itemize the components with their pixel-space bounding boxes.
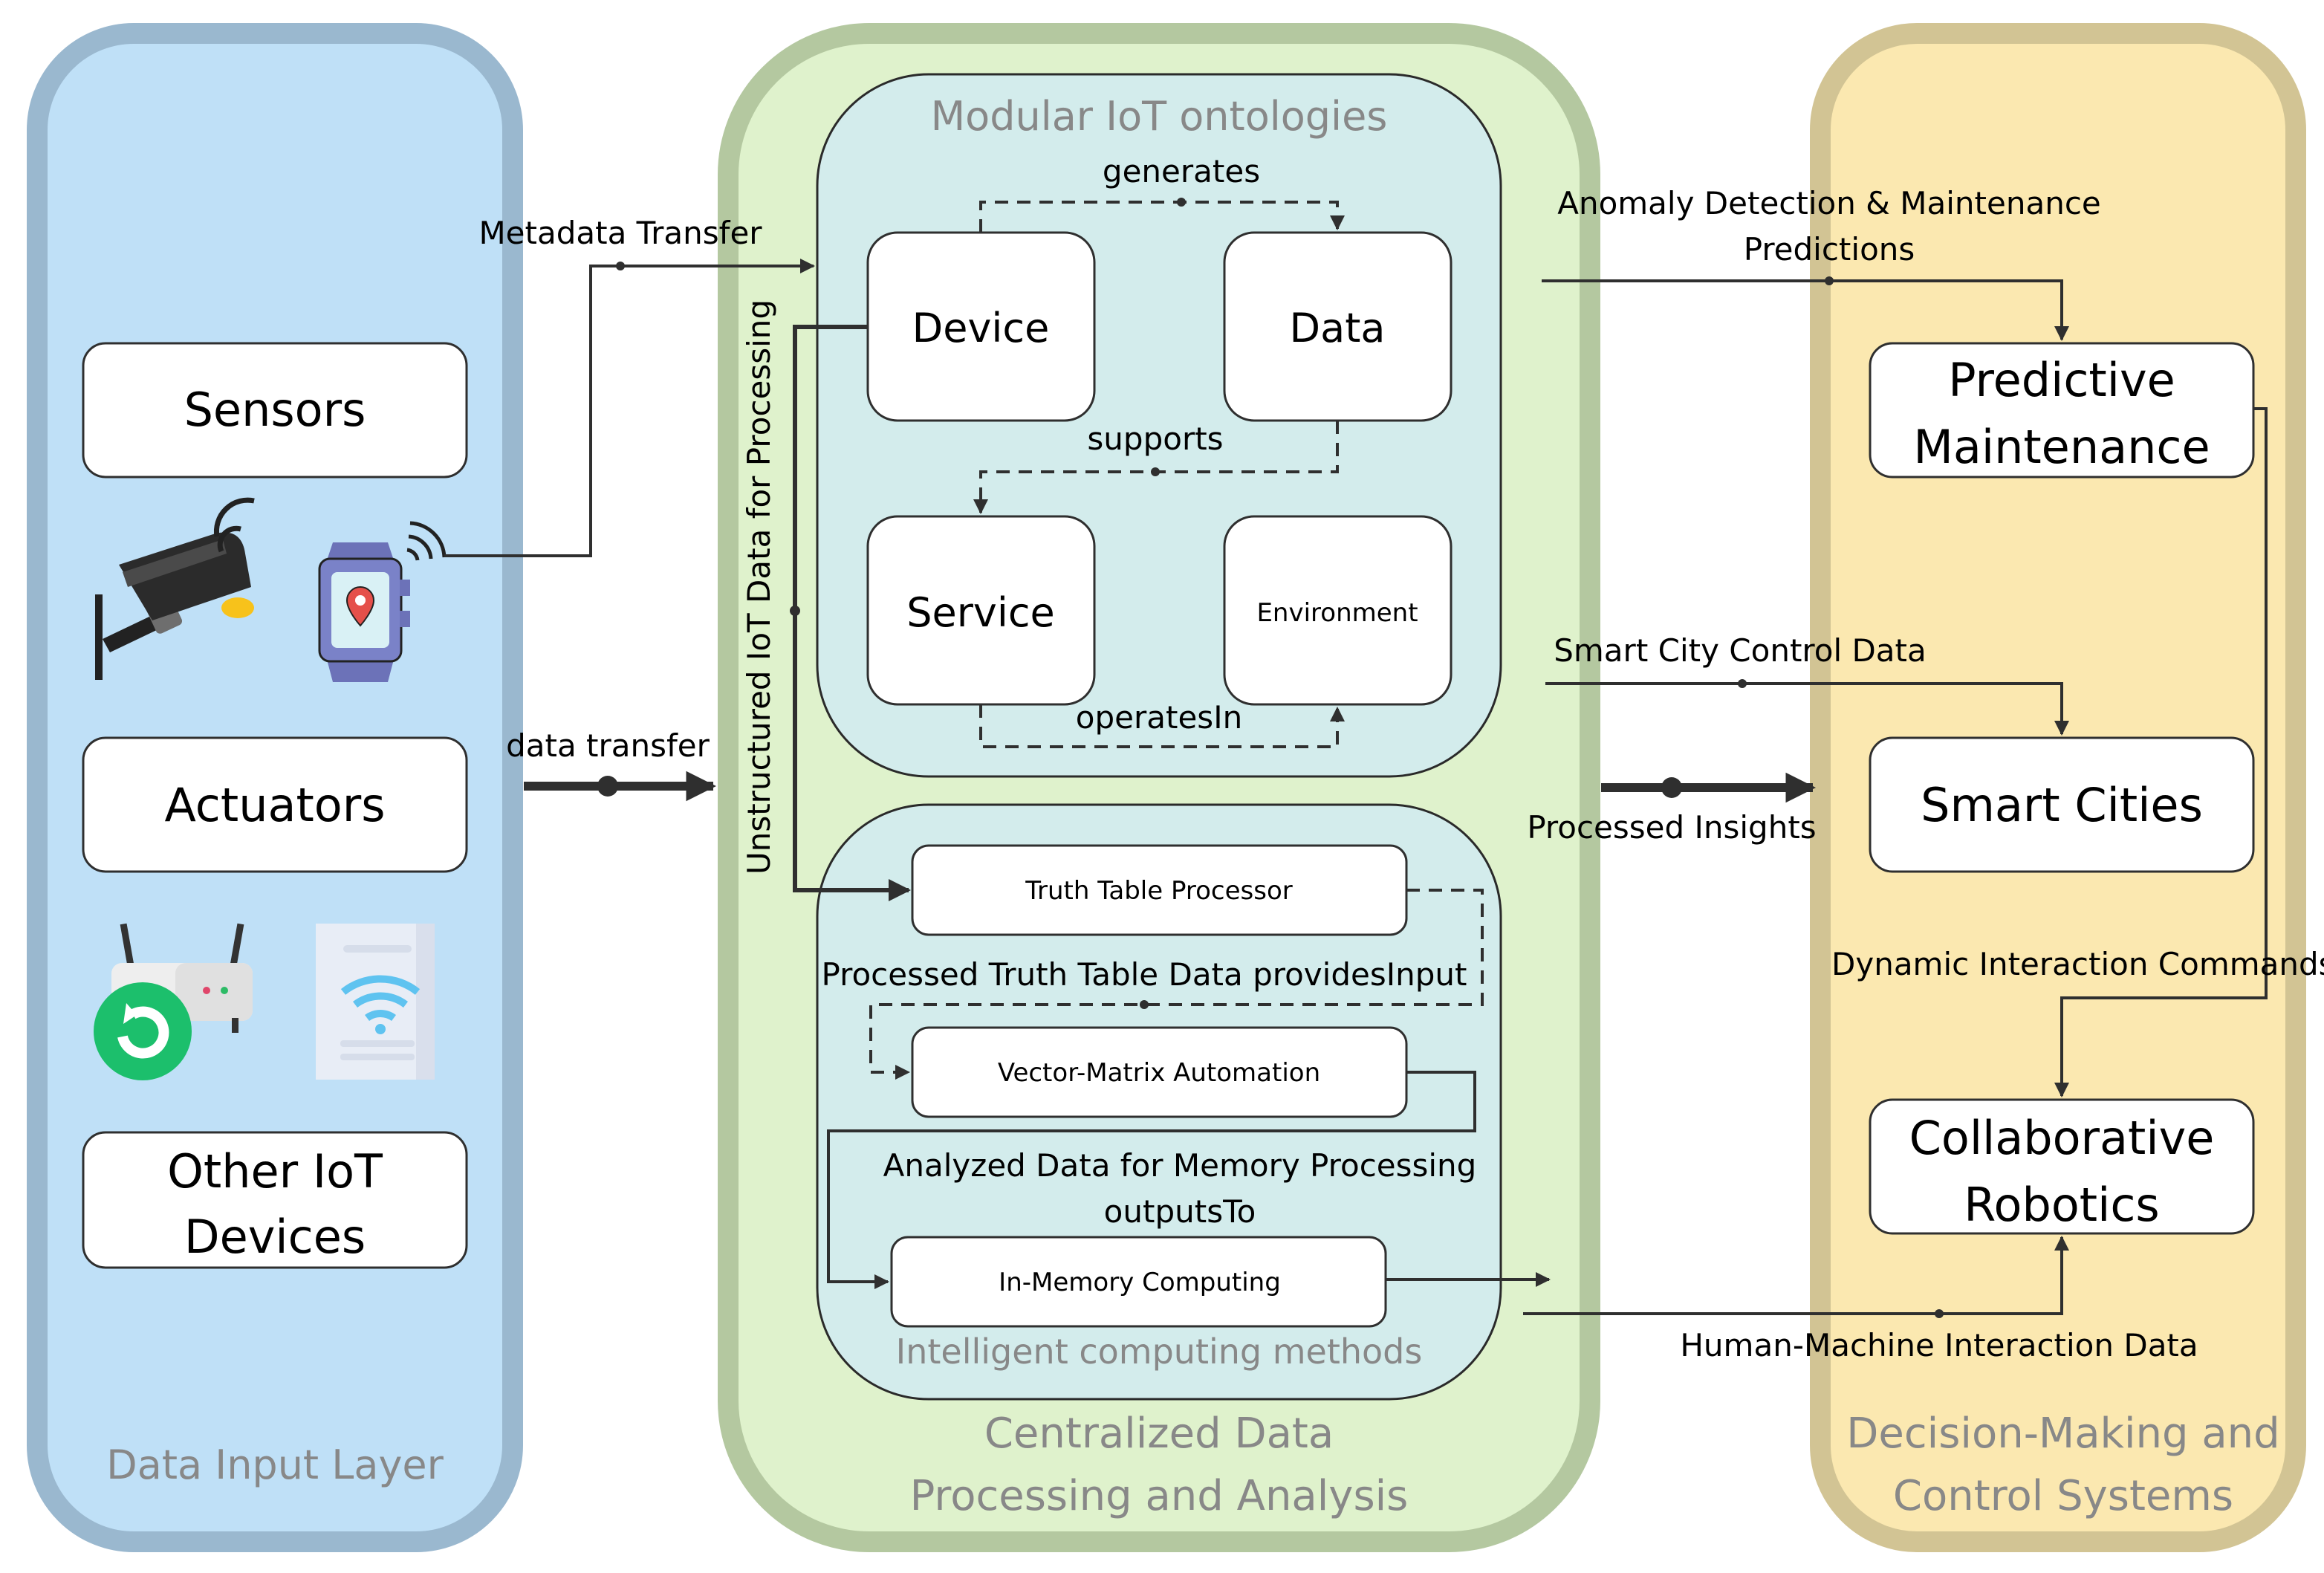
anomaly-detection-label-line1: Anomaly Detection & Maintenance: [1557, 185, 2101, 221]
unstructured-data-label: Unstructured IoT Data for Processing: [741, 299, 777, 875]
analyzed-data-label-line1: Analyzed Data for Memory Processing: [883, 1147, 1477, 1184]
dynamic-interaction-arrow: [2054, 407, 2268, 1097]
anomaly-detection-arrow-dot: [1825, 276, 1834, 285]
other-iot-devices-box: [82, 1131, 468, 1269]
hmi-data-arrow-dot: [1935, 1309, 1944, 1318]
supports-arrow-dot: [1151, 467, 1160, 476]
anomaly-detection-label-line2: Predictions: [1744, 231, 1915, 267]
collaborative-robotics-label-line2: Robotics: [1964, 1178, 2159, 1232]
provides-input-label: Processed Truth Table Data providesInput: [822, 956, 1467, 993]
sensors-box: [82, 342, 468, 479]
in-memory-computing-box: [890, 1236, 1387, 1328]
other-iot-label-line2: Devices: [184, 1210, 366, 1264]
processing-layer-title-line1: Centralized Data: [984, 1410, 1334, 1458]
processing-layer-title-line2: Processing and Analysis: [910, 1472, 1409, 1520]
decision-layer-title-line2: Control Systems: [1893, 1472, 2233, 1520]
truth-table-processor-label: Truth Table Processor: [1025, 876, 1292, 906]
sensors-label: Sensors: [184, 383, 366, 437]
metadata-transfer-arrow: [444, 259, 815, 557]
decision-layer-title-line1: Decision-Making and: [1846, 1410, 2279, 1458]
generates-arrow: [979, 201, 1345, 233]
ontologies-title: Modular IoT ontologies: [931, 93, 1388, 140]
predictive-maintenance-label-line1: Predictive: [1948, 353, 2175, 407]
analyzed-data-label-line2: outputsTo: [1104, 1193, 1256, 1230]
metadata-transfer-arrow-dot: [616, 262, 625, 270]
hmi-data-label: Human-Machine Interaction Data: [1680, 1327, 2198, 1363]
data-label: Data: [1290, 305, 1386, 351]
provides-input-arrow-dot: [1140, 1000, 1149, 1009]
processed-insights-arrow-dot: [1661, 777, 1682, 798]
dynamic-interaction-label: Dynamic Interaction Commands: [1831, 946, 2324, 982]
hmi-data-arrow: [1523, 1236, 2069, 1315]
smartwatch-location-icon: [318, 521, 447, 682]
environment-box: [1223, 515, 1452, 706]
anomaly-detection-arrow: [1542, 279, 2069, 341]
in-memory-computing-label: In-Memory Computing: [999, 1268, 1281, 1297]
smart-city-control-arrow-dot: [1738, 679, 1747, 688]
smart-cities-label: Smart Cities: [1921, 778, 2203, 832]
service-label: Service: [906, 589, 1055, 636]
predictive-maintenance-label-line2: Maintenance: [1913, 420, 2210, 474]
vector-matrix-automation-label: Vector-Matrix Automation: [998, 1058, 1320, 1088]
provides-input-arrow: [869, 889, 1484, 1080]
generates-label: generates: [1103, 153, 1260, 189]
unstructured-data-arrow-dot: [790, 606, 800, 616]
smart-cities-box: [1869, 736, 2255, 873]
collaborative-robotics-label-line1: Collaborative: [1909, 1111, 2215, 1165]
metadata-transfer-label: Metadata Transfer: [478, 215, 762, 251]
data-input-layer-title: Data Input Layer: [106, 1441, 444, 1488]
operates-in-label: operatesIn: [1076, 699, 1242, 736]
data-transfer-label: data transfer: [506, 727, 710, 764]
wifi-document-icon: [316, 924, 435, 1080]
actuators-box: [82, 736, 468, 873]
smart-city-control-arrow: [1545, 682, 2069, 736]
environment-label: Environment: [1256, 598, 1418, 628]
supports-label: supports: [1087, 421, 1223, 457]
generates-arrow-dot: [1177, 198, 1186, 207]
router-refresh-icon: [94, 923, 253, 1080]
smart-city-control-label: Smart City Control Data: [1554, 632, 1927, 669]
security-camera-icon: [95, 497, 255, 680]
data-transfer-arrow-dot: [597, 776, 618, 797]
collaborative-robotics-box: [1869, 1098, 2255, 1235]
computing-methods-title: Intelligent computing methods: [896, 1332, 1423, 1372]
device-label: Device: [912, 305, 1050, 351]
processed-insights-label: Processed Insights: [1527, 809, 1816, 846]
other-iot-label-line1: Other IoT: [167, 1144, 383, 1199]
outputs-to-arrow: [827, 1071, 1476, 1289]
actuators-label: Actuators: [164, 778, 385, 832]
